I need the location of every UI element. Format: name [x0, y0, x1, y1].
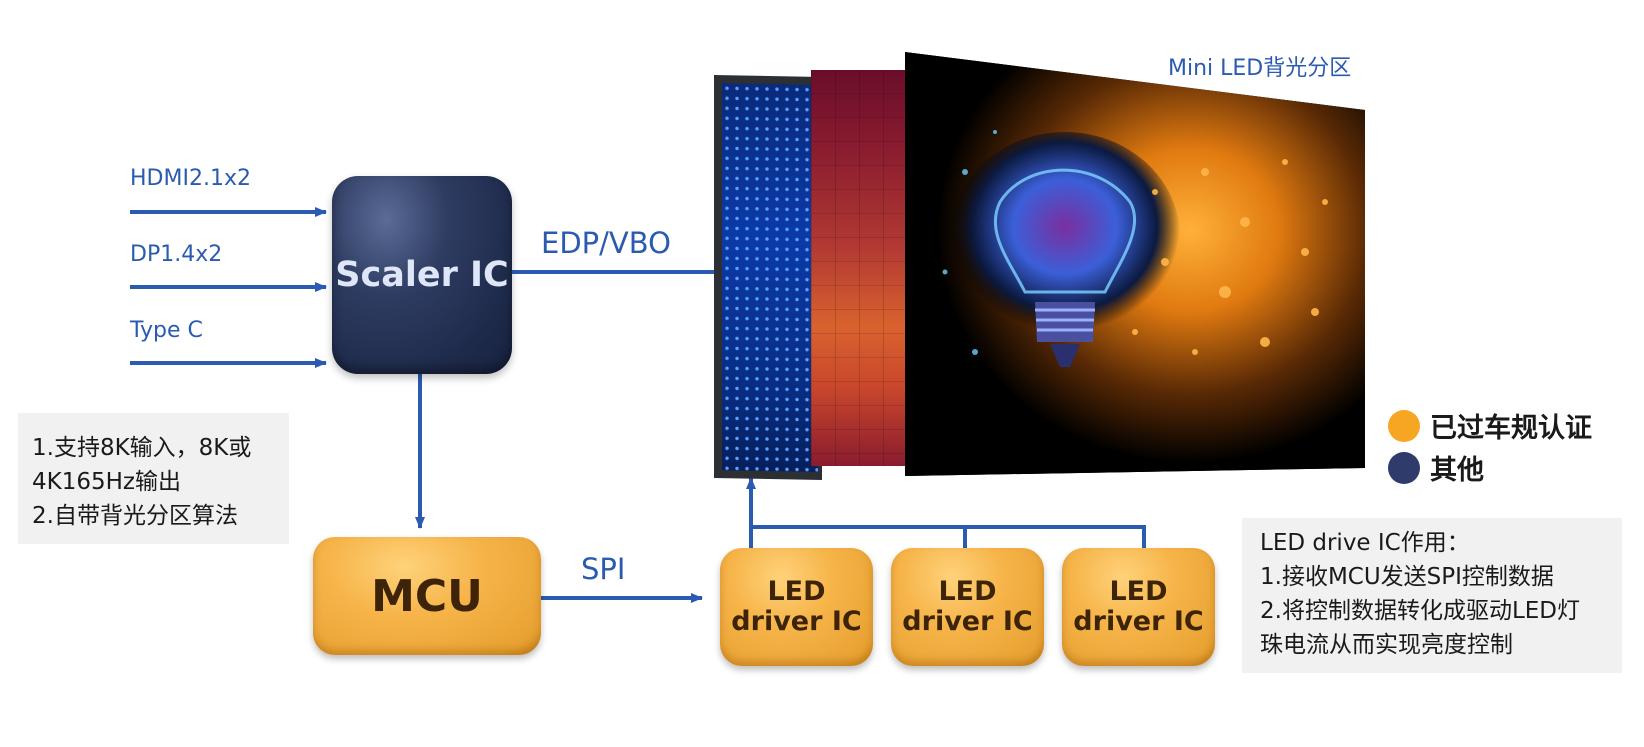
input-label-typec: Type C — [130, 318, 203, 343]
driver-note-title: LED drive IC作用： — [1260, 530, 1470, 556]
spi-label: SPI — [581, 552, 626, 586]
led-driver-ic-block: LED driver IC — [720, 548, 873, 666]
scaler-note-line: 2.自带背光分区算法 — [32, 503, 238, 529]
display-image-layer — [905, 52, 1365, 476]
input-label-hdmi: HDMI2.1x2 — [130, 166, 251, 191]
led-driver-label-line1: LED — [767, 576, 826, 607]
led-driver-label-line2: driver IC — [731, 606, 862, 637]
scaler-feature-note: 1.支持8K输入，8K或 4K165Hz输出 2.自带背光分区算法 — [18, 413, 289, 544]
legend-item-certified: 已过车规认证 — [1388, 406, 1592, 445]
legend-dot-navy — [1388, 451, 1420, 484]
scaler-note-line: 4K165Hz输出 — [32, 469, 181, 495]
legend-label-other: 其他 — [1430, 455, 1484, 486]
scaler-note-line: 1.支持8K输入，8K或 — [32, 435, 252, 461]
led-driver-label-line2: driver IC — [902, 606, 1033, 637]
display-title: Mini LED背光分区 — [1168, 56, 1352, 81]
driver-note-line: 1.接收MCU发送SPI控制数据 — [1260, 564, 1554, 590]
scaler-ic-block: Scaler IC — [332, 176, 512, 374]
led-driver-ic-block: LED driver IC — [891, 548, 1044, 666]
led-driver-label-line1: LED — [1109, 576, 1168, 607]
legend-label-certified: 已过车规认证 — [1430, 413, 1592, 444]
scaler-ic-label: Scaler IC — [335, 255, 509, 295]
input-label-dp: DP1.4x2 — [130, 242, 223, 267]
led-driver-function-note: LED drive IC作用： 1.接收MCU发送SPI控制数据 2.将控制数据… — [1242, 518, 1622, 673]
edp-vbo-label: EDP/VBO — [541, 226, 671, 260]
mcu-label: MCU — [371, 570, 483, 622]
led-driver-label-line2: driver IC — [1073, 606, 1204, 637]
driver-bus — [749, 525, 1146, 548]
mcu-block: MCU — [313, 537, 541, 655]
legend-dot-orange — [1388, 409, 1420, 442]
led-matrix-layer — [714, 75, 822, 480]
driver-note-line: 珠电流从而实现亮度控制 — [1260, 632, 1513, 658]
led-driver-label-line1: LED — [938, 576, 997, 607]
driver-note-line: 2.将控制数据转化成驱动LED灯 — [1260, 598, 1581, 624]
led-driver-ic-block: LED driver IC — [1062, 548, 1215, 666]
legend-item-other: 其他 — [1388, 448, 1484, 487]
backlight-zone-layer — [811, 70, 919, 466]
